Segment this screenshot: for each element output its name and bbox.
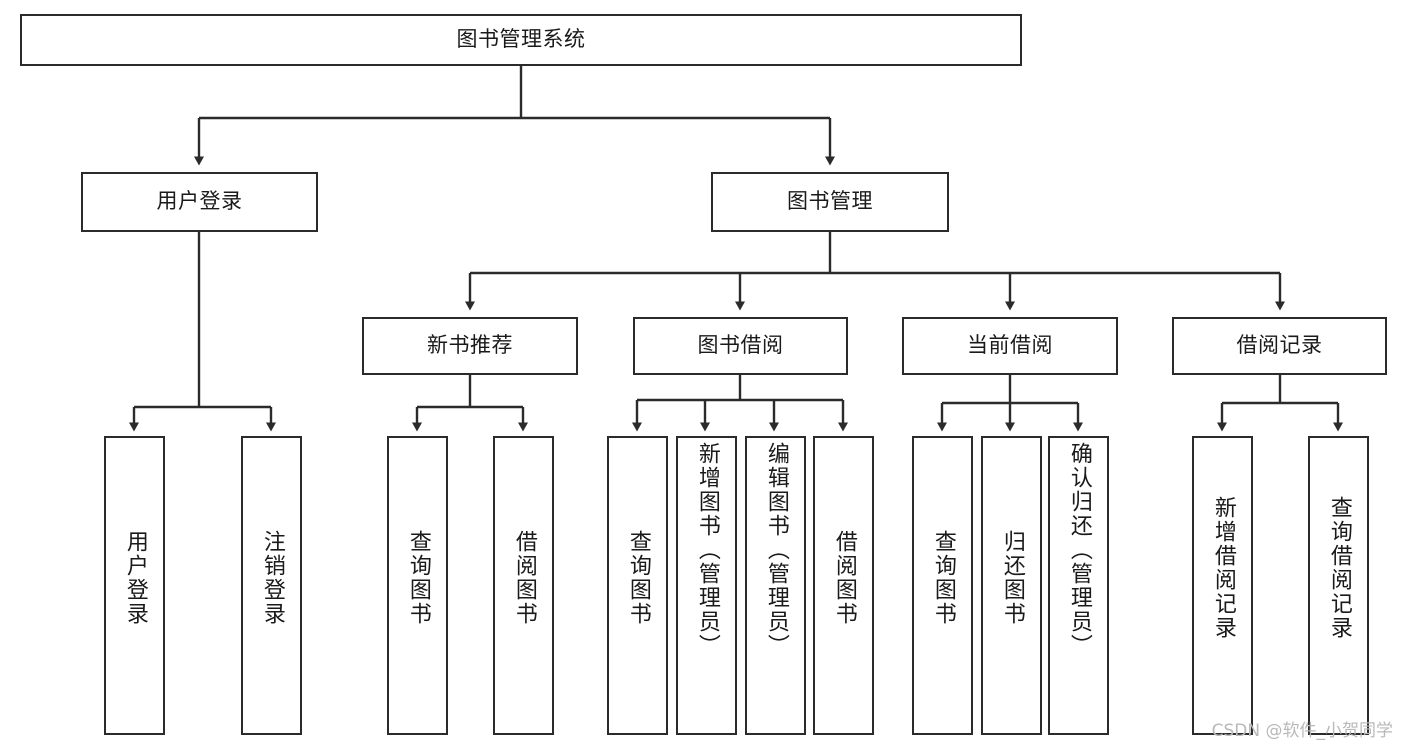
leaf-add-borrow-record-label: 新增借阅记录 <box>1210 496 1236 640</box>
leaf-add-borrow-record[interactable]: 新增借阅记录 <box>1192 436 1253 735</box>
leaf-query-book-recommend[interactable]: 查询图书 <box>387 436 448 735</box>
node-root-system[interactable]: 图书管理系统 <box>20 14 1022 66</box>
leaf-query-borrow-record-label: 查询借阅记录 <box>1326 496 1352 640</box>
node-user-login-label: 用户登录 <box>156 189 243 214</box>
leaf-borrow-book-recommend-label: 借阅图书 <box>511 530 537 626</box>
leaf-return-book-label: 归还图书 <box>999 530 1025 626</box>
csdn-watermark: CSDN @软件_小贺同学 <box>1211 721 1393 741</box>
node-book-management[interactable]: 图书管理 <box>711 172 949 232</box>
leaf-user-login[interactable]: 用户登录 <box>104 436 165 735</box>
leaf-query-book-current[interactable]: 查询图书 <box>912 436 973 735</box>
leaf-user-login-label: 用户登录 <box>122 530 148 626</box>
leaf-confirm-return-admin-label: 确认归还（管理员） <box>1066 442 1092 658</box>
leaf-borrow-book-label: 借阅图书 <box>831 530 857 626</box>
leaf-logout[interactable]: 注销登录 <box>241 436 302 735</box>
leaf-query-book-current-label: 查询图书 <box>930 530 956 626</box>
node-root-system-label: 图书管理系统 <box>456 27 586 52</box>
node-current-borrow-label: 当前借阅 <box>967 333 1053 358</box>
node-book-borrow-label: 图书借阅 <box>697 333 784 358</box>
node-current-borrow[interactable]: 当前借阅 <box>902 317 1118 375</box>
node-book-borrow[interactable]: 图书借阅 <box>633 317 848 375</box>
leaf-return-book[interactable]: 归还图书 <box>981 436 1042 735</box>
leaf-borrow-book[interactable]: 借阅图书 <box>813 436 874 735</box>
leaf-query-book-borrow[interactable]: 查询图书 <box>607 436 668 735</box>
leaf-logout-label: 注销登录 <box>259 530 285 626</box>
leaf-query-borrow-record[interactable]: 查询借阅记录 <box>1308 436 1369 735</box>
leaf-query-book-borrow-label: 查询图书 <box>625 530 651 626</box>
leaf-query-book-recommend-label: 查询图书 <box>405 530 431 626</box>
leaf-edit-book-admin[interactable]: 编辑图书（管理员） <box>745 436 806 735</box>
node-book-management-label: 图书管理 <box>787 189 873 214</box>
leaf-add-book-admin[interactable]: 新增图书（管理员） <box>676 436 737 735</box>
node-new-book-recommend[interactable]: 新书推荐 <box>362 317 578 375</box>
node-new-book-recommend-label: 新书推荐 <box>427 333 513 358</box>
leaf-edit-book-admin-label: 编辑图书（管理员） <box>763 442 789 658</box>
leaf-borrow-book-recommend[interactable]: 借阅图书 <box>493 436 554 735</box>
leaf-add-book-admin-label: 新增图书（管理员） <box>694 442 720 658</box>
leaf-confirm-return-admin[interactable]: 确认归还（管理员） <box>1048 436 1109 735</box>
node-user-login[interactable]: 用户登录 <box>81 172 318 232</box>
node-borrow-record-label: 借阅记录 <box>1236 333 1323 358</box>
node-borrow-record[interactable]: 借阅记录 <box>1172 317 1387 375</box>
